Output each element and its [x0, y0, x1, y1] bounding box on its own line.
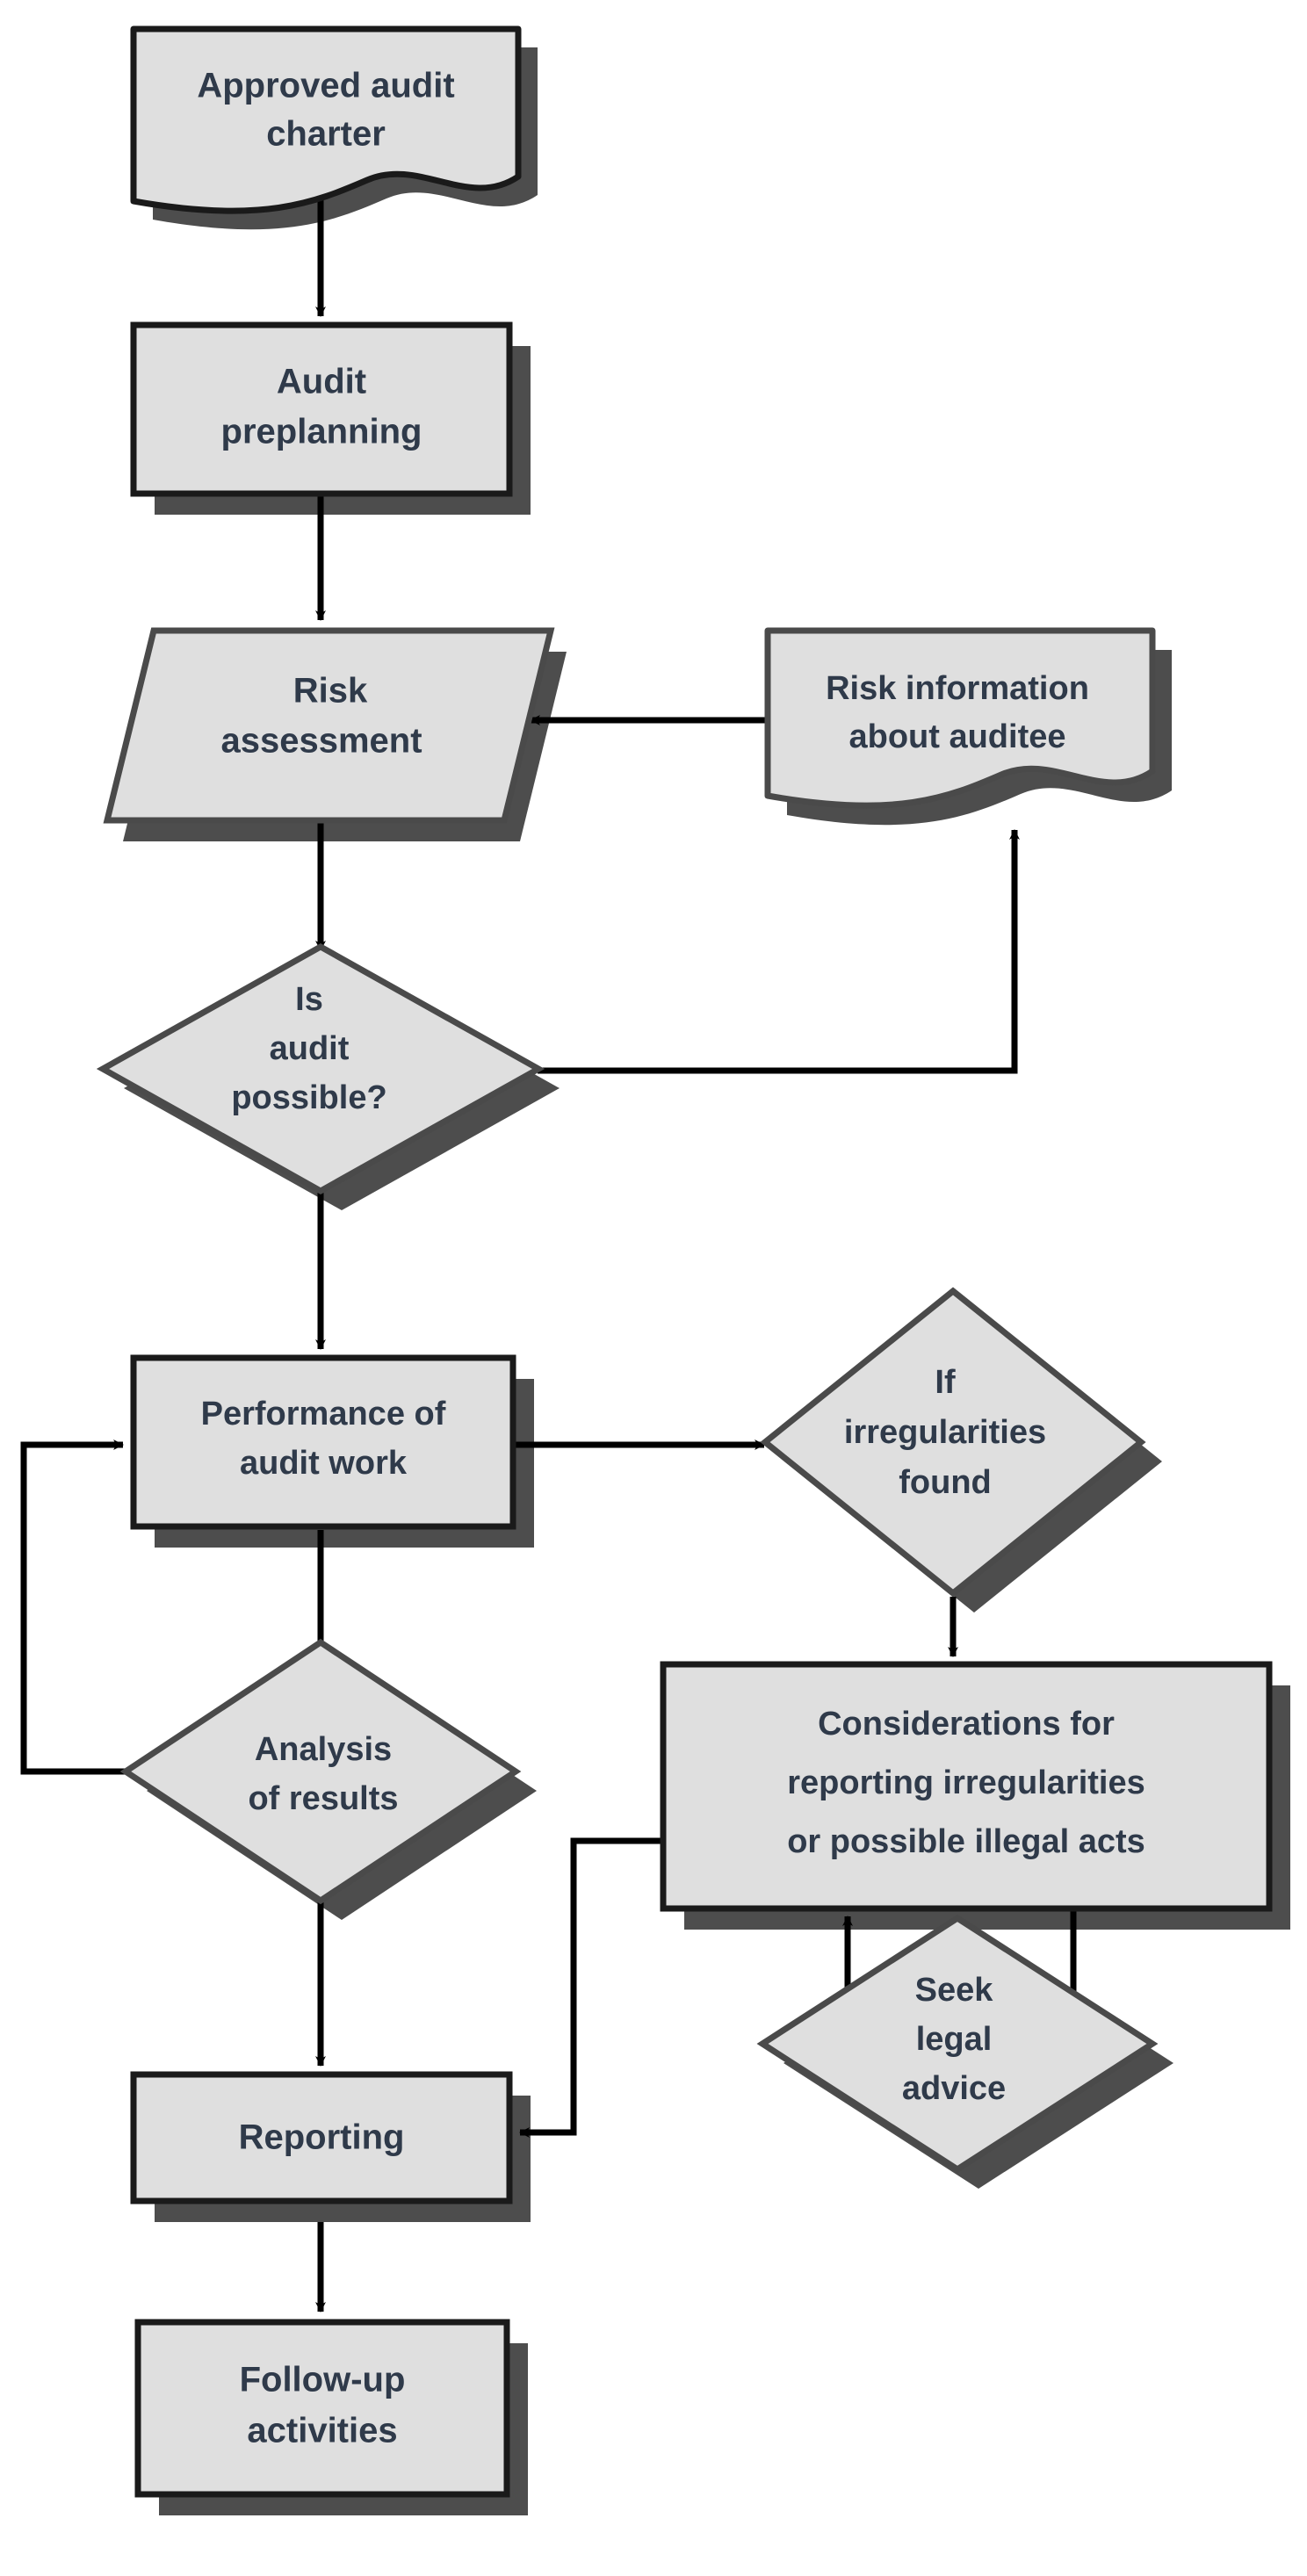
node-analysis-of-results[interactable]: Analysis of results [119, 1638, 522, 1905]
risk-assessment-label-line1: Risk [293, 672, 368, 711]
approved-audit-charter-label-line1: Approved audit [197, 67, 454, 105]
seek-legal-advice-shape [756, 1914, 1159, 2174]
performance-label-line2: audit work [240, 1445, 408, 1482]
node-if-irregularities-found[interactable]: If irregularities found [760, 1287, 1146, 1598]
audit-preplanning-shape [130, 321, 513, 497]
follow-up-label-line2: activities [247, 2412, 397, 2450]
risk-assessment-label-line2: assessment [220, 722, 422, 761]
if-irregularities-found-shape [760, 1287, 1146, 1598]
connectors [20, 189, 1079, 2313]
is-audit-possible-label-line1: Is [295, 981, 323, 1018]
node-audit-preplanning[interactable]: Audit preplanning [130, 321, 513, 497]
node-approved-audit-charter[interactable]: Approved audit charter [130, 25, 522, 214]
approved-audit-charter-shape [130, 25, 522, 214]
performance-of-audit-work-shape [130, 1354, 516, 1530]
is-audit-possible-label-line3: possible? [231, 1079, 386, 1116]
node-considerations-for-reporting[interactable]: Considerations for reporting irregularit… [660, 1661, 1273, 1912]
approved-audit-charter-label-line2: charter [266, 115, 386, 154]
edge-analysis-loop-to-performance [20, 1440, 126, 1775]
analysis-of-results-shape [119, 1638, 522, 1905]
audit-preplanning-label-line2: preplanning [221, 413, 422, 451]
analysis-label-line1: Analysis [255, 1731, 392, 1768]
edge-decision-to-risk-info [538, 829, 1020, 1074]
considerations-shape [660, 1661, 1273, 1912]
node-reporting[interactable]: Reporting [130, 2071, 513, 2204]
considerations-label-line3: or possible illegal acts [787, 1823, 1145, 1860]
reporting-label-line1: Reporting [239, 2118, 405, 2157]
considerations-label-line1: Considerations for [818, 1706, 1115, 1743]
considerations-label-line2: reporting irregularities [787, 1764, 1145, 1801]
node-follow-up-activities[interactable]: Follow-up activities [134, 2319, 510, 2498]
seek-legal-label-line1: Seek [915, 1972, 994, 2009]
node-risk-information-about-auditee[interactable]: Risk information about auditee [764, 627, 1156, 809]
irregularities-label-line1: If [935, 1364, 956, 1401]
is-audit-possible-label-line2: audit [270, 1030, 350, 1067]
irregularities-label-line3: found [899, 1464, 992, 1501]
is-audit-possible-shape [96, 942, 545, 1195]
audit-preplanning-label-line1: Audit [277, 363, 366, 401]
risk-assessment-shape [103, 627, 555, 824]
analysis-label-line2: of results [248, 1780, 398, 1817]
reporting-shape [130, 2071, 513, 2204]
node-performance-of-audit-work[interactable]: Performance of audit work [130, 1354, 516, 1530]
seek-legal-label-line2: legal [916, 2021, 993, 2058]
follow-up-label-line1: Follow-up [240, 2361, 406, 2399]
irregularities-label-line2: irregularities [844, 1414, 1046, 1451]
node-risk-assessment[interactable]: Risk assessment [103, 627, 555, 824]
seek-legal-label-line3: advice [902, 2070, 1006, 2107]
risk-information-shape [764, 627, 1156, 809]
node-seek-legal-advice[interactable]: Seek legal advice [756, 1914, 1159, 2174]
follow-up-activities-shape [134, 2319, 510, 2498]
edge-considerations-to-reporting [519, 1837, 661, 2138]
node-is-audit-possible[interactable]: Is audit possible? [96, 942, 545, 1195]
performance-label-line1: Performance of [201, 1396, 446, 1432]
risk-information-label-line2: about auditee [848, 718, 1065, 755]
risk-information-label-line1: Risk information [826, 670, 1089, 707]
